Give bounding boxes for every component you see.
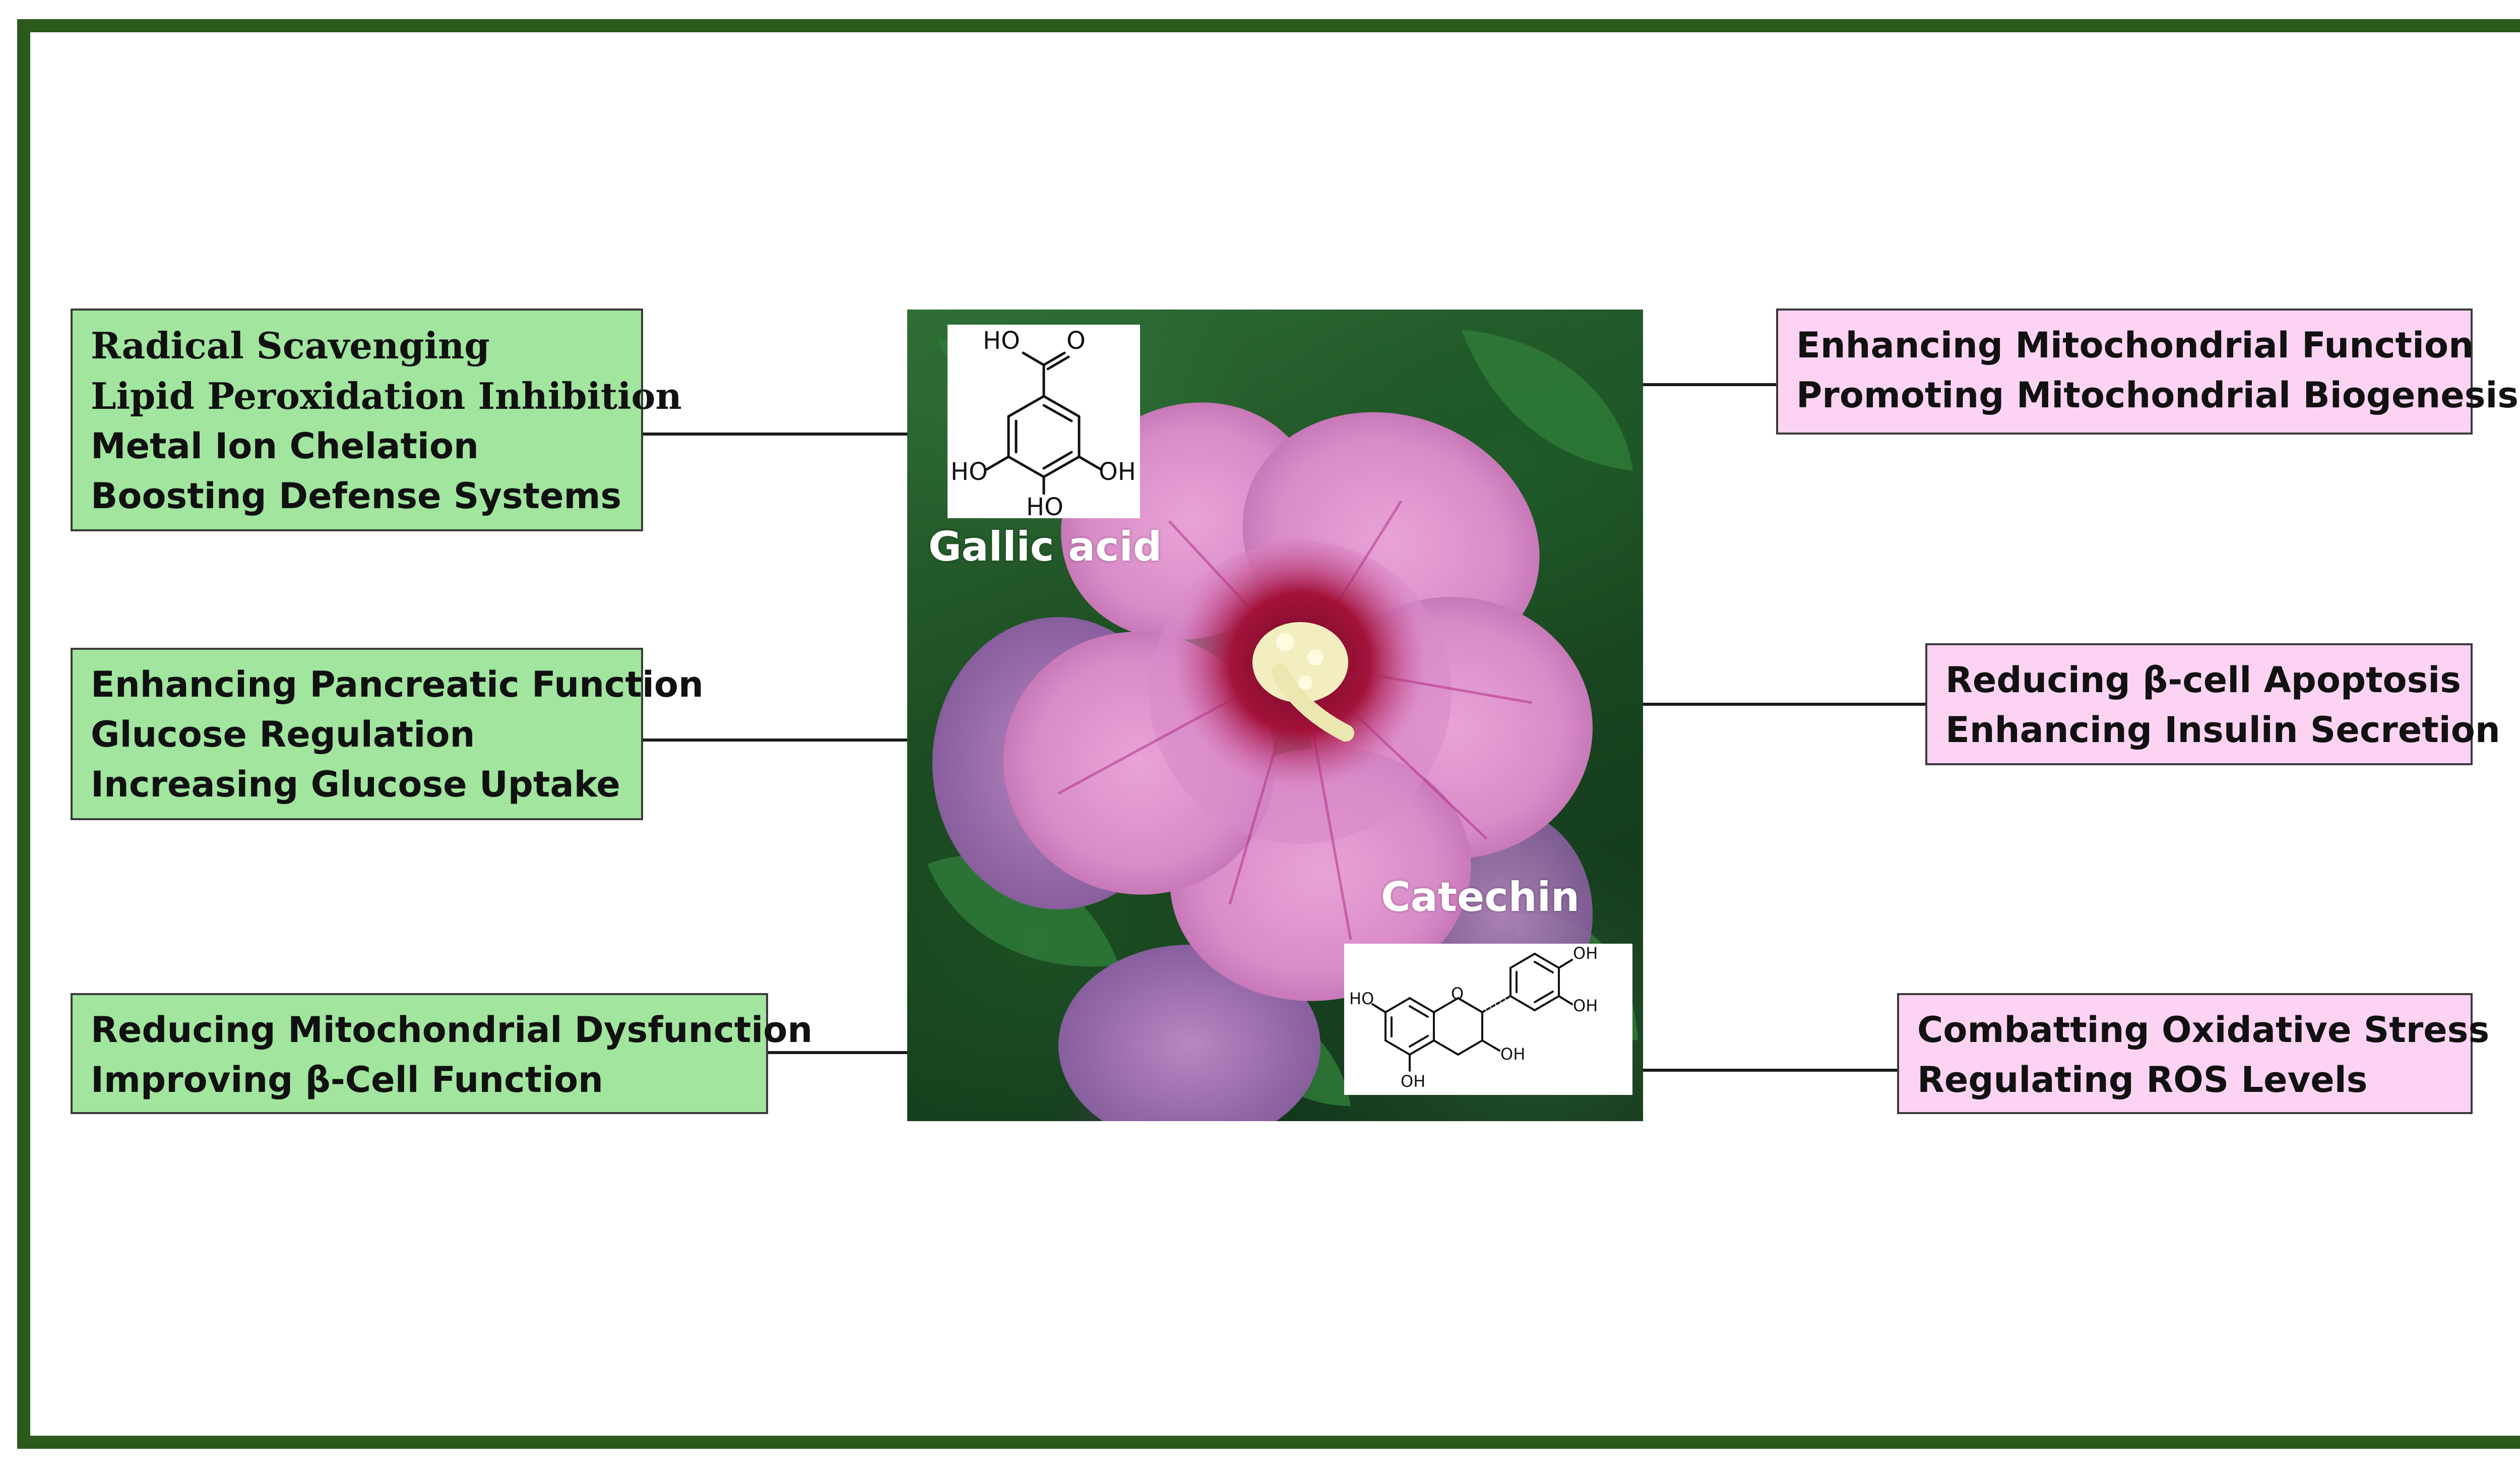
gallic-acid-label: Gallic acid [928,523,1162,570]
box-line: Regulating ROS Levels [1917,1059,2368,1100]
box-line: Radical Scavenging [91,324,490,367]
box-line: Enhancing Mitochondrial Function [1796,325,2474,366]
stamen [1252,622,1354,742]
connector-left-3 [766,1051,907,1054]
outer-frame [17,19,2520,1449]
box-line: Glucose Regulation [91,714,475,755]
gallic-acid-structure: HO O HO OH HO [948,325,1140,521]
atom-label: OH [1401,1072,1425,1091]
atom-label: HO [983,327,1020,355]
box-antioxidant-effects: Radical Scavenging Lipid Peroxidation In… [71,309,682,531]
atom-label: OH [1573,996,1598,1015]
box-line: Reducing Mitochondrial Dysfunction [91,1009,813,1051]
box-line: Enhancing Insulin Secretion [1945,709,2500,751]
atom-label: OH [1099,458,1136,486]
box-insulin-effects: Reducing β-cell Apoptosis Enhancing Insu… [1925,643,2500,765]
atom-label: HO [1349,989,1374,1008]
atom-label: OH [1500,1045,1525,1064]
box-line: Enhancing Pancreatic Function [91,664,704,705]
catechin-structure: HO O OH OH OH OH [1344,944,1632,1095]
catechin-label: Catechin [1381,874,1580,920]
atom-label: O [1451,984,1464,1003]
box-mitochondrial-effects: Enhancing Mitochondrial Function Promoti… [1776,309,2519,435]
box-beta-cell-effects: Reducing Mitochondrial Dysfunction Impro… [71,993,813,1114]
connector-left-1 [641,433,907,436]
box-line: Combatting Oxidative Stress [1917,1009,2490,1051]
box-line: Boosting Defense Systems [91,475,622,517]
box-line: Promoting Mitochondrial Biogenesis [1796,375,2519,416]
connector-right-2 [1643,703,1927,706]
box-line: Increasing Glucose Uptake [91,764,620,805]
connector-right-3 [1643,1069,1899,1072]
box-line: Reducing β-cell Apoptosis [1945,659,2461,701]
connector-left-2 [641,739,907,742]
atom-label: OH [1573,944,1598,963]
box-line: Improving β-Cell Function [91,1059,603,1100]
connector-right-1 [1643,383,1778,386]
main-blossom [1003,402,1593,1001]
box-glucose-effects: Enhancing Pancreatic Function Glucose Re… [71,648,704,820]
box-line: Lipid Peroxidation Inhibition [91,375,682,417]
atom-label: HO [1026,493,1063,518]
atom-label: HO [951,458,988,486]
atom-label: O [1066,327,1086,355]
box-line: Metal Ion Chelation [91,425,479,467]
box-oxidative-stress-effects: Combatting Oxidative Stress Regulating R… [1897,993,2490,1114]
